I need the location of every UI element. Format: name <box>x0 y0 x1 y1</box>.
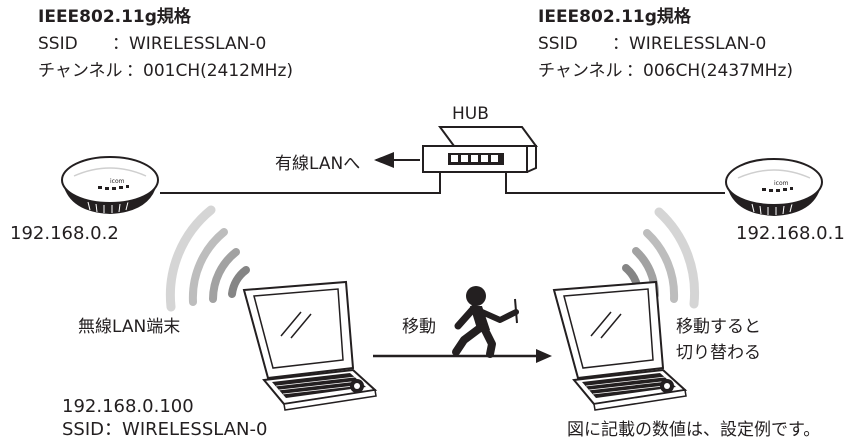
right-ap-standard: IEEE802.11g規格 <box>538 7 691 27</box>
right-ap-channel-label: チャンネル <box>538 61 623 81</box>
footnote: 図に記載の数値は、設定例です。 <box>567 420 821 440</box>
svg-text:icom: icom <box>774 180 789 187</box>
wired-lan-label: 有線LANへ <box>275 154 361 174</box>
right-ap-channel-value: ：006CH(2437MHz) <box>626 61 794 81</box>
wired-cable-right <box>505 172 725 194</box>
left-radio-waves-icon <box>165 205 250 312</box>
left-ap-ssid-value: ：WIRELESSLAN-0 <box>112 34 267 54</box>
svg-text:icom: icom <box>110 178 125 185</box>
switch-note-line2: 切り替わる <box>676 343 761 363</box>
left-ap-channel-label: チャンネル <box>38 61 123 81</box>
terminal-ssid: SSID：WIRELESSLAN-0 <box>62 419 268 440</box>
right-laptop-icon <box>552 280 688 411</box>
right-ap-ip: 192.168.0.1 <box>736 223 845 244</box>
left-access-point-icon: icom <box>61 156 159 214</box>
wired-cable-left <box>160 172 441 194</box>
right-access-point-icon: icom <box>725 158 823 216</box>
left-ap-standard: IEEE802.11g規格 <box>38 7 191 27</box>
move-label: 移動 <box>402 317 436 337</box>
hub-label: HUB <box>452 104 489 124</box>
switch-note-line1: 移動すると <box>676 317 761 337</box>
left-laptop-icon <box>242 280 378 411</box>
left-ap-ip: 192.168.0.2 <box>10 223 119 244</box>
right-ap-ssid-value: ：WIRELESSLAN-0 <box>612 34 767 54</box>
movement-arrow <box>373 349 552 363</box>
walking-person-icon <box>452 286 519 358</box>
left-ap-ssid-label: SSID <box>38 34 78 54</box>
hub-icon <box>422 126 538 173</box>
left-ap-channel-value: ：001CH(2412MHz) <box>126 61 294 81</box>
terminal-label: 無線LAN端末 <box>78 317 181 337</box>
terminal-ip: 192.168.0.100 <box>62 396 194 417</box>
right-ap-ssid-label: SSID <box>538 34 578 54</box>
